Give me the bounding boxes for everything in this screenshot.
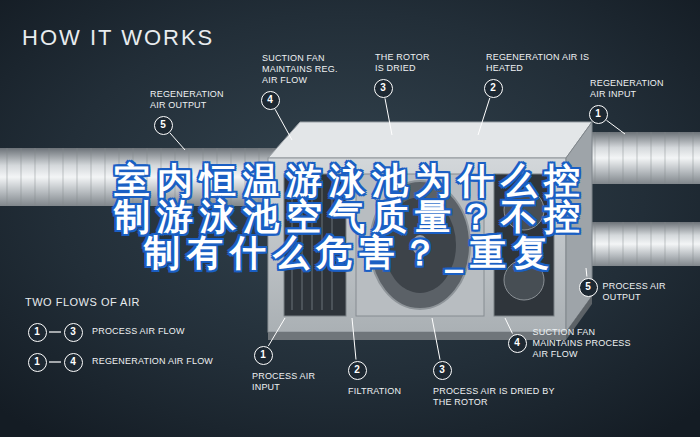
callout-number: 1 (260, 350, 266, 360)
callout-label: REGENERATION AIR OUTPUT (150, 89, 230, 111)
leader-line (352, 318, 356, 360)
callout-circle: 2 (484, 79, 503, 98)
leader-line (505, 318, 512, 334)
callout: 3PROCESS AIR IS DRIED BY THE ROTOR (433, 361, 562, 408)
callout-circle: 2 (348, 361, 367, 380)
overlay-title: 室内恒温游泳池为什么控制游泳池空气质量？不控制有什么危害？_重复 (110, 163, 590, 271)
callout: 2 REGENERATION AIR IS HEATED (484, 52, 593, 98)
callout-label: REGENERATION AIR IS HEATED (486, 52, 592, 74)
callout-label: REGENERATION AIR INPUT (590, 78, 672, 100)
leader-line (586, 268, 588, 277)
callout: 1PROCESS AIR INPUT (252, 346, 324, 393)
callout-number: 5 (585, 282, 591, 292)
callout-number: 4 (514, 338, 520, 348)
callout-label: SUCTION FAN MAINTAINS REG. AIR FLOW (262, 53, 344, 86)
callout-circle: 3 (433, 361, 452, 380)
legend-number: 1 (34, 327, 40, 337)
callout-number: 3 (380, 83, 386, 93)
legend-number: 1 (34, 357, 40, 367)
callout-circle: 4 (508, 334, 527, 353)
callout-label: THE ROTOR IS DRIED (375, 52, 439, 74)
callout-label: SUCTION FAN MAINTAINS PROCESS AIR FLOW (533, 327, 647, 360)
callout-circle: 1 (589, 105, 608, 124)
legend-circle: 3 (64, 323, 83, 342)
legend-line (49, 332, 61, 362)
callout: 2FILTRATION (348, 361, 421, 397)
legend-number: 4 (70, 357, 76, 367)
legend-text: PROCESS AIR FLOW (92, 326, 185, 337)
legend-number: 3 (70, 327, 76, 337)
legend-heading: TWO FLOWS OF AIR (25, 296, 140, 309)
callout: 4 SUCTION FAN MAINTAINS REG. AIR FLOW (261, 53, 345, 110)
legend-circle: 1 (28, 353, 47, 372)
callout-number: 1 (595, 109, 601, 119)
callout-circle: 1 (254, 346, 273, 365)
callout-number: 4 (267, 95, 273, 105)
callout-circle: 5 (579, 278, 598, 297)
legend-circle: 4 (64, 353, 83, 372)
callout-label: FILTRATION (348, 386, 420, 397)
callout-number: 3 (439, 365, 445, 375)
leader-line (606, 120, 625, 134)
leader-line (385, 98, 392, 135)
diagram-title: HOW IT WORKS (22, 26, 214, 50)
callout-label: PROCESS AIR INPUT (252, 371, 324, 393)
callout: 3 THE ROTOR IS DRIED (374, 52, 440, 98)
callout: 5 PROCESS AIR OUTPUT (579, 278, 677, 304)
callout-label: PROCESS AIR IS DRIED BY THE ROTOR (433, 386, 561, 408)
callout: 1 REGENERATION AIR INPUT (589, 78, 673, 124)
callout-circle: 3 (374, 79, 393, 98)
callout-number: 2 (490, 83, 496, 93)
leader-line (478, 98, 490, 135)
leader-line (432, 318, 440, 360)
callout-circle: 5 (154, 116, 173, 135)
callout-label: PROCESS AIR OUTPUT (603, 281, 677, 303)
callout-number: 5 (160, 120, 166, 130)
leader-line (275, 109, 292, 140)
leader-line (268, 318, 285, 346)
callout: 5 REGENERATION AIR OUTPUT (150, 89, 230, 135)
callout: 4 SUCTION FAN MAINTAINS PROCESS AIR FLOW (508, 327, 647, 360)
leader-line (170, 133, 185, 150)
legend-text: REGENERATION AIR FLOW (92, 356, 213, 367)
legend-circle: 1 (28, 323, 47, 342)
callout-circle: 4 (261, 91, 280, 110)
callout-number: 2 (354, 365, 360, 375)
